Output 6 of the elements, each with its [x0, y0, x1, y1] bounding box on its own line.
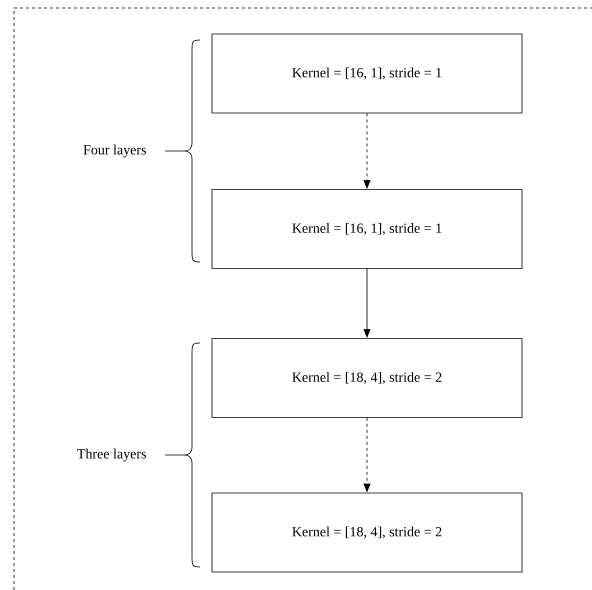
layer-box: Kernel = [18, 4], stride = 2	[212, 338, 522, 418]
group-label: Three layers	[77, 448, 146, 462]
group-label: Four layers	[84, 144, 146, 158]
layer-box: Kernel = [16, 1], stride = 1	[212, 189, 522, 269]
layer-box: Kernel = [18, 4], stride = 2	[212, 492, 522, 572]
layer-box: Kernel = [16, 1], stride = 1	[212, 34, 522, 114]
